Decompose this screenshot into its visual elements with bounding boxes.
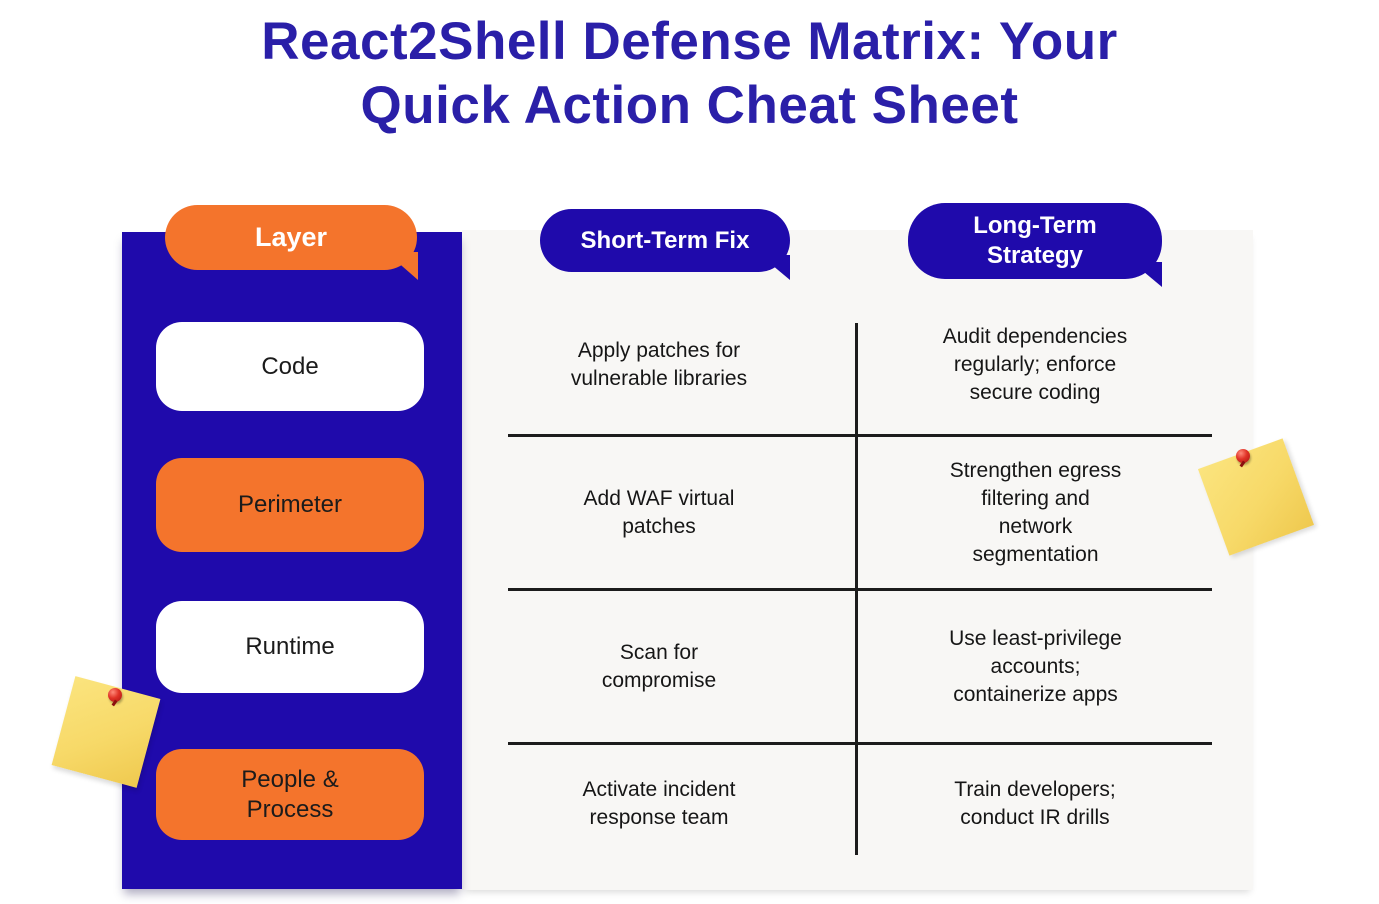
- layer-box-people-process: People & Process: [156, 749, 424, 840]
- cell-code-short-term-fix: Apply patches for vulnerable libraries: [570, 339, 748, 390]
- layer-box-perimeter-label: Perimeter: [237, 491, 343, 518]
- short-term-fix-header-bubble: Short-Term Fix: [540, 209, 790, 272]
- layer-box-perimeter: Perimeter: [156, 458, 424, 552]
- short-term-fix-header-label: Short-Term Fix: [580, 226, 750, 254]
- cell-perimeter-short-term-fix: Add WAF virtual patches: [583, 486, 735, 538]
- layer-box-code-label: Code: [261, 352, 319, 380]
- page-title-line1: React2Shell Defense Matrix: Your: [261, 12, 1118, 71]
- cell-code-long-term-strategy: Audit dependencies regularly; enforce se…: [942, 325, 1128, 404]
- layer-box-runtime-label: Runtime: [245, 633, 335, 660]
- layer-box-people-process-label: People & Process: [241, 765, 339, 823]
- cell-runtime-short-term-fix: Scan for compromise: [601, 640, 717, 692]
- page-title: React2Shell Defense Matrix: Your Quick A…: [0, 10, 1379, 138]
- layer-box-runtime: Runtime: [156, 601, 424, 693]
- push-pin-icon-left: [108, 688, 122, 702]
- cell-runtime-long-term-strategy: Use least-privilege accounts; containeri…: [949, 626, 1122, 706]
- column-divider: [855, 323, 858, 855]
- cell-people-short-term-fix: Activate incident response team: [582, 778, 736, 829]
- layer-header-label: Layer: [254, 222, 328, 252]
- push-pin-icon-right: [1236, 449, 1250, 463]
- page-title-line2: Quick Action Cheat Sheet: [360, 76, 1019, 135]
- row-divider-2: [508, 588, 1212, 591]
- cell-perimeter-long-term-strategy: Strengthen egress filtering and network …: [949, 458, 1122, 566]
- long-term-strategy-header-bubble: Long-Term Strategy: [908, 203, 1162, 279]
- layer-header-bubble: Layer: [165, 205, 417, 270]
- row-divider-3: [508, 742, 1212, 745]
- row-divider-1: [508, 434, 1212, 437]
- long-term-strategy-header-label: Long-Term Strategy: [973, 212, 1097, 269]
- layer-box-code: Code: [156, 322, 424, 411]
- cell-people-long-term-strategy: Train developers; conduct IR drills: [954, 778, 1116, 829]
